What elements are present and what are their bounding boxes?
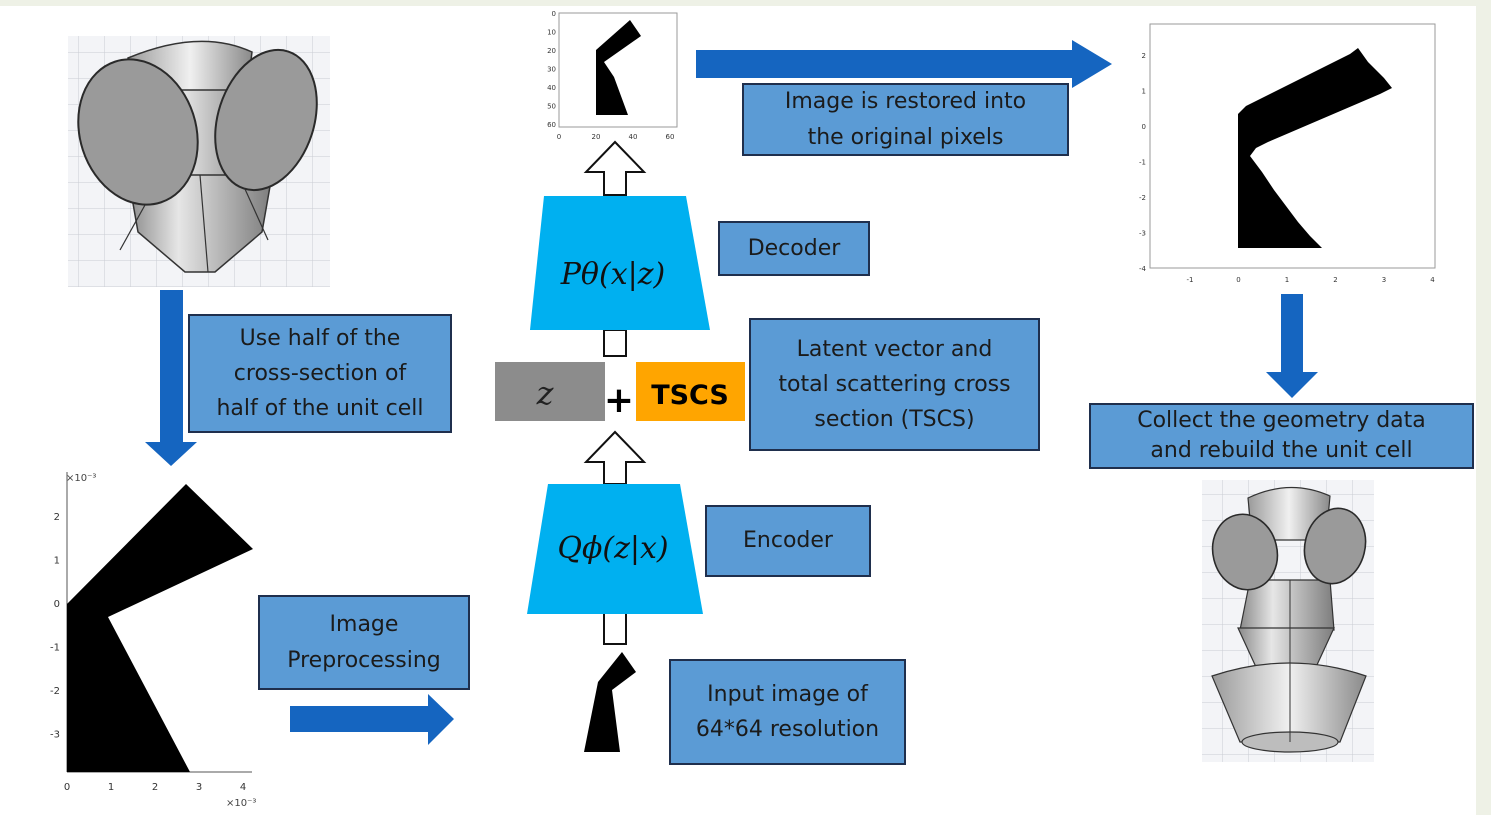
tick-label: -2 — [50, 686, 60, 697]
tick-label: 2 — [152, 782, 158, 793]
tick-label: 2 — [54, 512, 60, 523]
tick-label: 1 — [1142, 88, 1146, 96]
input-label: Input image of 64*64 resolution — [695, 681, 880, 742]
preprocess-label: Image Preprocessing — [287, 612, 441, 673]
tick-label: 60 — [547, 121, 556, 129]
arrow-down-left — [145, 290, 197, 466]
cross-section-y-exponent: ×10⁻³ — [66, 473, 96, 484]
tick-label: 0 — [54, 599, 60, 610]
encoder-label: Encoder — [743, 528, 833, 554]
latent-label-box: Latent vector and total scattering cross… — [749, 318, 1040, 451]
tick-label: -1 — [50, 643, 60, 654]
decoder-label-box: Decoder — [718, 221, 870, 276]
arrow-up-mid — [583, 430, 647, 485]
arrow-up-top — [583, 140, 647, 196]
plus-sign: + — [604, 380, 634, 421]
encoder-trapezoid — [527, 484, 703, 614]
restored-pixel-shape — [1238, 48, 1392, 248]
latent-z-box — [495, 362, 605, 421]
tscs-label: TSCS — [651, 380, 729, 411]
tick-label: 1 — [108, 782, 114, 793]
restore-label: Image is restored into the original pixe… — [784, 89, 1027, 150]
unit-cell-render-bottom — [1202, 480, 1374, 762]
tick-label: 0 — [64, 782, 70, 793]
encoder-formula: Qϕ(z|x) — [557, 531, 668, 566]
cross-section-plot: ×10⁻³ ×10⁻³ 0 1 2 3 4 2 1 0 -1 -2 -3 — [50, 472, 256, 809]
tick-label: 0 — [557, 133, 561, 141]
decoder-trapezoid — [530, 196, 710, 330]
tick-label: -3 — [1139, 230, 1146, 238]
cross-section-shape — [67, 484, 253, 772]
arrow-down-right — [1266, 294, 1318, 398]
arrow-preprocess — [290, 694, 454, 745]
tick-label: 1 — [1285, 276, 1289, 284]
tick-label: 0 — [1236, 276, 1240, 284]
tick-label: 1 — [54, 556, 60, 567]
page-frame-right — [1476, 0, 1491, 815]
latent-z-symbol: z — [536, 374, 555, 412]
half-section-label: Use half of the cross-section of half of… — [216, 325, 424, 422]
collect-label-box: Collect the geometry data and rebuild th… — [1089, 403, 1474, 469]
tick-label: 60 — [666, 133, 675, 141]
tick-label: -4 — [1139, 265, 1147, 273]
restored-image-pixel-plot: -1 0 1 2 3 4 2 1 0 -1 -2 -3 -4 — [1139, 23, 1436, 284]
restored-image-small-plot: 0 20 40 60 0 10 20 30 40 50 60 — [547, 10, 678, 141]
tick-label: 40 — [547, 84, 556, 92]
arrow-stem-mid — [603, 329, 627, 357]
tick-label: 30 — [547, 66, 556, 74]
tick-label: 0 — [1142, 123, 1146, 131]
tick-label: 3 — [1382, 276, 1386, 284]
tick-label: 10 — [547, 29, 556, 37]
latent-label: Latent vector and total scattering cross… — [778, 336, 1011, 433]
tscs-box — [636, 362, 745, 421]
page-frame-top — [0, 0, 1491, 6]
input-image-shape — [584, 652, 636, 752]
tick-label: 50 — [547, 103, 556, 111]
decoder-label: Decoder — [747, 235, 841, 261]
tick-label: 2 — [1333, 276, 1337, 284]
arrow-stem-bottom — [603, 611, 627, 645]
collect-label: Collect the geometry data and rebuild th… — [1137, 408, 1426, 463]
preprocess-label-box: Image Preprocessing — [258, 595, 470, 690]
half-section-label-box: Use half of the cross-section of half of… — [188, 314, 452, 433]
blue-arrows — [145, 40, 1318, 745]
input-label-box: Input image of 64*64 resolution — [669, 659, 906, 765]
tick-label: 0 — [552, 10, 556, 18]
tick-label: 3 — [196, 782, 202, 793]
tick-label: 2 — [1142, 52, 1146, 60]
tick-label: 20 — [547, 47, 556, 55]
tick-label: 40 — [629, 133, 638, 141]
tick-label: 20 — [592, 133, 601, 141]
tick-label: -1 — [1187, 276, 1194, 284]
tick-label: -1 — [1139, 159, 1146, 167]
decoder-formula: Pθ(x|z) — [560, 257, 666, 292]
unit-cell-render-top — [68, 36, 330, 287]
cross-section-x-exponent: ×10⁻³ — [226, 798, 256, 809]
restore-label-box: Image is restored into the original pixe… — [742, 83, 1069, 156]
tick-label: 4 — [1430, 276, 1435, 284]
tick-label: -3 — [50, 730, 60, 741]
encoder-label-box: Encoder — [705, 505, 871, 577]
tick-label: 4 — [240, 782, 246, 793]
network-flow-arrows — [583, 140, 647, 645]
tick-label: -2 — [1139, 194, 1146, 202]
arrow-to-restored — [696, 40, 1112, 88]
